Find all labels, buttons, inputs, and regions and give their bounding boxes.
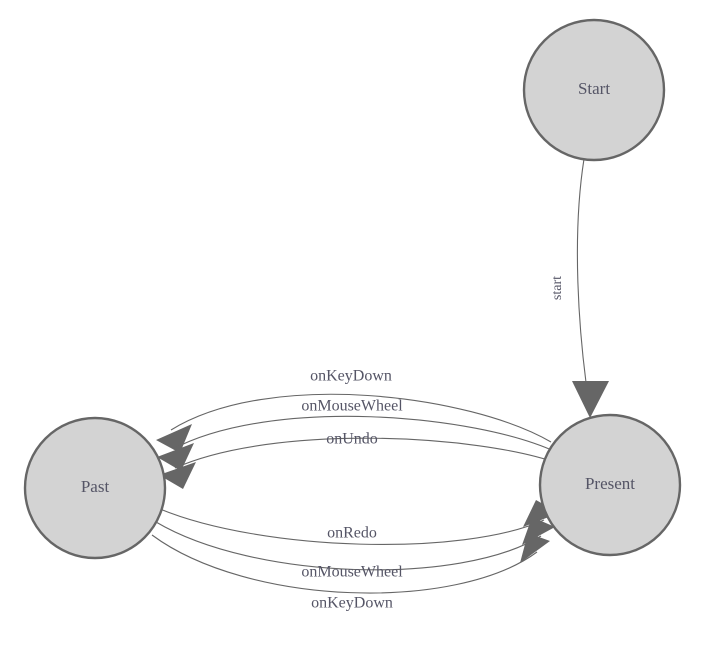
edge-label-group: start onKeyDown onMouseWheel onUndo onRe… — [301, 276, 565, 612]
node-start-label: Start — [578, 79, 610, 98]
edge-present-to-past-onkeydown[interactable] — [156, 393, 552, 453]
node-past-circle — [23, 416, 167, 560]
edge-path — [576, 158, 590, 405]
edge-label-start: start — [550, 276, 565, 300]
edge-path — [151, 534, 538, 594]
edge-path — [174, 437, 561, 469]
edge-path — [172, 415, 557, 453]
edge-label-past-present-onredo: onRedo — [327, 525, 377, 542]
edge-start-to-present[interactable] — [572, 158, 609, 418]
edge-path — [170, 393, 552, 443]
edge-label-past-present-onmousewheel: onMouseWheel — [301, 564, 403, 581]
edge-label-past-present-onkeydown: onKeyDown — [311, 595, 393, 612]
edge-past-to-present-onkeydown[interactable] — [151, 533, 550, 594]
edge-present-to-past-onundo[interactable] — [159, 437, 561, 489]
node-past[interactable]: Past — [23, 416, 167, 560]
node-present-label: Present — [585, 474, 635, 493]
arrowhead-into-past-2 — [157, 443, 194, 471]
edge-label-present-past-onundo: onUndo — [326, 431, 378, 448]
arrowhead-into-past-1 — [156, 424, 192, 453]
edge-path — [159, 508, 545, 545]
arrowhead-into-present-3 — [520, 533, 550, 563]
edge-present-to-past-onmousewheel[interactable] — [157, 415, 557, 471]
edge-label-present-past-onkeydown: onKeyDown — [310, 368, 392, 385]
arrowhead-into-past-3 — [159, 462, 196, 489]
node-start-circle — [522, 18, 666, 162]
node-present-circle — [538, 413, 682, 557]
edge-label-present-past-onmousewheel: onMouseWheel — [301, 398, 403, 415]
node-present[interactable]: Present — [538, 413, 682, 557]
node-start[interactable]: Start — [522, 18, 666, 162]
edge-path — [155, 521, 542, 571]
node-group: Start Past Present — [23, 18, 682, 560]
edge-group — [151, 158, 609, 594]
arrowhead-into-present-top — [572, 381, 609, 418]
node-past-label: Past — [81, 477, 110, 496]
